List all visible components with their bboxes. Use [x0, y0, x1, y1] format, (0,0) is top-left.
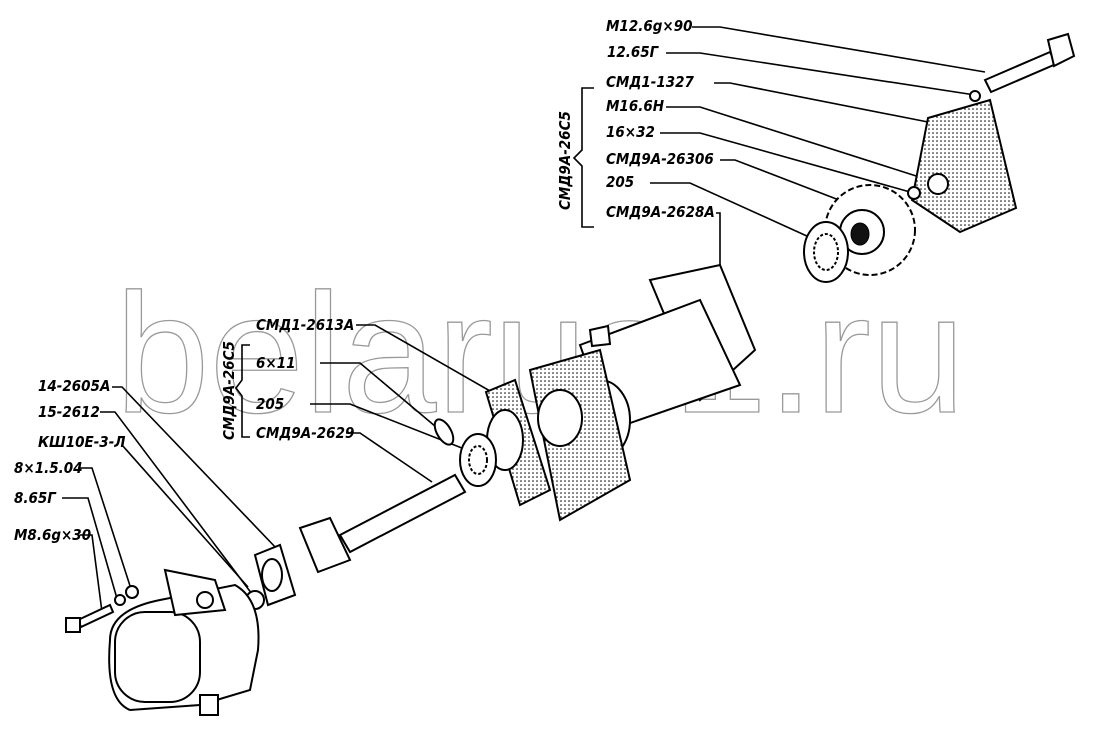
labels-upper: М12.6g×90 12.65Г СМД1-1327 М16.6Н 16×32 … — [556, 17, 715, 221]
key-6x11 — [433, 418, 455, 446]
bearing-205-middle — [459, 433, 497, 487]
leader-lines — [62, 26, 986, 613]
washer-8x1.5 — [125, 585, 139, 599]
label-washer-12: 12.65Г — [607, 43, 660, 61]
label-cover: СМД1-1327 — [606, 73, 695, 91]
housing-smd9a-2628a — [528, 263, 757, 522]
label-pin: КШ10Е-3-Л — [38, 433, 126, 451]
label-housing: СМД9А-2628А — [606, 203, 715, 221]
bearing-205-upper — [803, 221, 849, 283]
label-ring: 15-2612 — [38, 403, 100, 421]
label-group-upper: СМД9А-26С5 — [556, 111, 574, 210]
pump-body — [108, 568, 260, 716]
label-washer-8.65g: 8.65Г — [14, 489, 57, 507]
bolt-m8 — [65, 603, 115, 633]
label-washer-8x1.5: 8×1.5.04 — [14, 459, 83, 477]
washer-8.65g — [114, 594, 126, 606]
washer-12 — [969, 90, 981, 102]
label-bolt-m12: М12.6g×90 — [606, 17, 692, 35]
cover-smd1-1327 — [907, 98, 1018, 234]
bolt-m12 — [983, 32, 1076, 94]
label-gear: СМД9А-26306 — [606, 150, 714, 168]
coupling-14-2605a — [253, 543, 297, 607]
label-key: 6×11 — [256, 354, 295, 372]
shaft-smd9a-2629 — [298, 473, 467, 574]
label-nut-m16: М16.6Н — [606, 97, 665, 115]
labels-middle: СМД1-2613А 6×11 205 СМД9А-2629 СМД9А-26С… — [220, 316, 354, 442]
label-flange: СМД1-2613А — [256, 316, 354, 334]
label-group-middle: СМД9А-26С5 — [220, 341, 238, 440]
label-bearing-middle: 205 — [256, 395, 284, 413]
label-bearing-upper: 205 — [606, 173, 634, 191]
label-coupling: 14-2605А — [38, 377, 110, 395]
label-shaft: СМД9А-2629 — [256, 424, 354, 442]
label-bolt-m8: М8.6g×30 — [14, 526, 91, 544]
label-washer-16: 16×32 — [606, 123, 655, 141]
labels-left: 14-2605А 15-2612 КШ10Е-3-Л 8×1.5.04 8.65… — [14, 377, 126, 544]
